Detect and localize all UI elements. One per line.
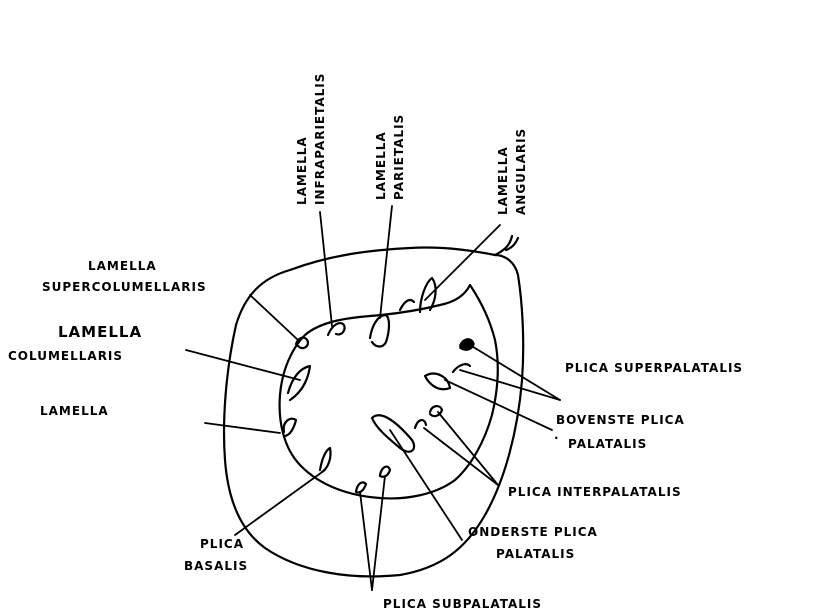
label-bullet-mark: · — [554, 431, 560, 445]
lamella-columellaris-leader — [186, 350, 300, 380]
plica-superpalatalis-leader-2 — [460, 370, 560, 400]
label-lamella-parietalis-line2: PARIETALIS — [392, 114, 406, 200]
label-lamella-columellaris-line2: COLUMELLARIS — [8, 349, 123, 363]
label-plica-interpalatalis: PLICA INTERPALATALIS — [508, 485, 682, 499]
label-plica-subpalatalis: PLICA SUBPALATALIS — [383, 597, 542, 611]
lamella-parietalis-fold — [370, 315, 389, 347]
plica-interpalatalis-fold-2 — [415, 420, 426, 428]
lamella-infraparietalis-fold — [328, 323, 345, 335]
plica-basalis-leader — [235, 470, 325, 535]
lamella-parietalis-leader — [380, 206, 392, 318]
plica-superpalatalis-leader-1 — [470, 345, 560, 400]
label-lamella-angularis-line1: LAMELLA — [496, 146, 510, 215]
label-lamella-columellaris-line1: LAMELLA — [58, 323, 142, 341]
plica-subpalatalis-fold-1 — [356, 482, 366, 492]
label-lamella-supercolumellaris-line1: LAMELLA — [88, 259, 157, 273]
lamella-angularis-fold-2 — [400, 300, 414, 310]
label-lamella: LAMELLA — [40, 404, 109, 418]
plica-interpalatalis-leader-2 — [424, 428, 498, 485]
lamella-angularis-leader — [425, 225, 500, 300]
label-lamella-angularis-line2: ANGULARIS — [514, 128, 528, 215]
label-plica-superpalatalis: PLICA SUPERPALATALIS — [565, 361, 743, 375]
plica-subpalatalis-leader-2 — [372, 476, 385, 590]
lamella-fold — [284, 419, 296, 436]
label-plica-basalis-line1: PLICA — [200, 537, 244, 551]
onderste-plica-palatalis-leader — [390, 430, 462, 540]
lamella-columellaris-fold — [288, 366, 310, 400]
label-onderste-plica-palatalis-line2: PALATALIS — [496, 547, 575, 561]
label-lamella-supercolumellaris-line2: SUPERCOLUMELLARIS — [42, 280, 207, 294]
label-plica-basalis-line2: BASALIS — [184, 559, 248, 573]
lamella-leader — [205, 423, 280, 433]
label-bovenste-plica-palatalis-line2: PALATALIS — [568, 437, 647, 451]
plica-superpalatalis-fold — [460, 339, 474, 350]
bovenste-plica-palatalis-leader — [445, 380, 552, 430]
lamella-infraparietalis-leader — [320, 212, 332, 326]
plica-basalis-fold — [320, 448, 331, 472]
label-lamella-infraparietalis-line1: LAMELLA — [295, 136, 309, 205]
lamella-supercolumellaris-leader — [250, 295, 298, 340]
outer-lip-hook — [495, 236, 518, 255]
label-lamella-infraparietalis-line2: INFRAPARIETALIS — [313, 73, 327, 205]
label-lamella-parietalis-line1: LAMELLA — [374, 131, 388, 200]
label-bovenste-plica-palatalis-line1: BOVENSTE PLICA — [556, 413, 685, 427]
label-onderste-plica-palatalis-line1: ONDERSTE PLICA — [468, 525, 598, 539]
